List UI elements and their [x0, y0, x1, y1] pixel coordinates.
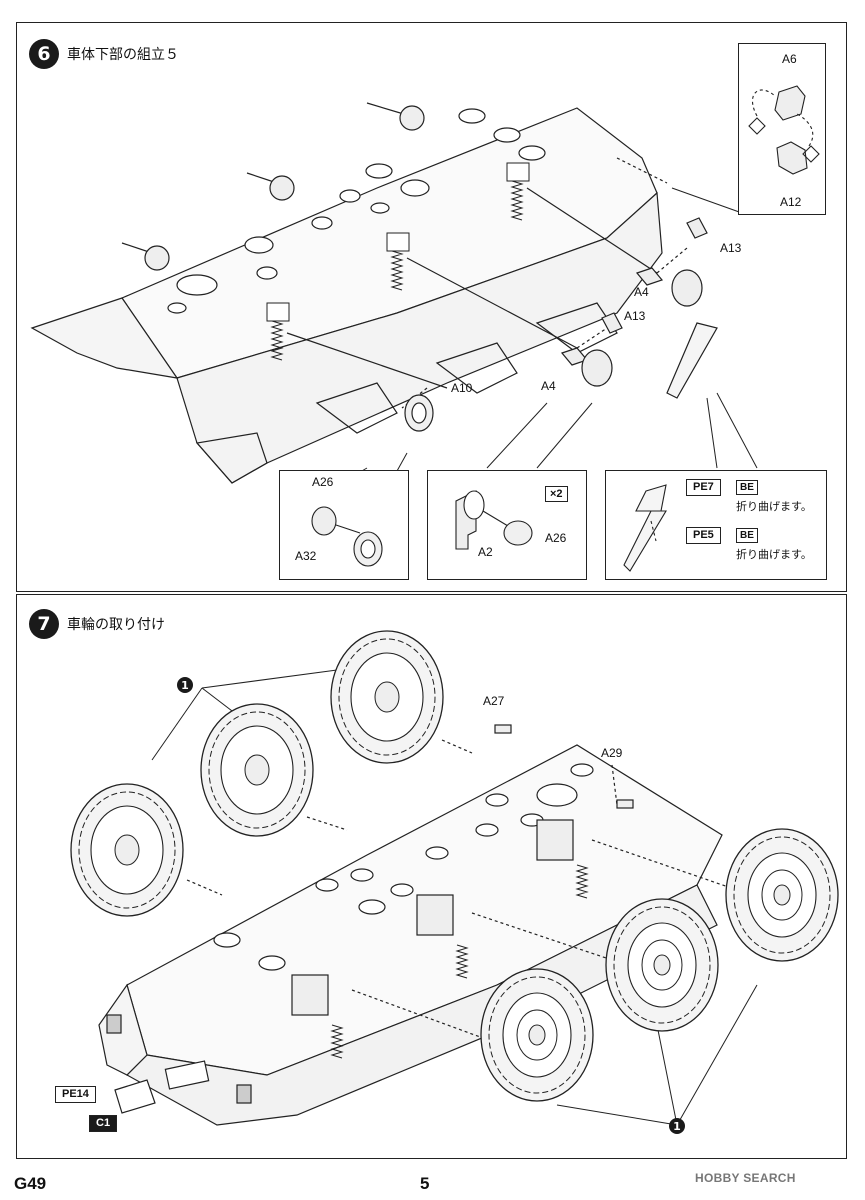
part-label-a12: A12	[780, 195, 802, 209]
pe7-bend-note: 折り曲げます。	[736, 500, 812, 513]
step6-header: 6 車体下部の組立５	[29, 39, 179, 69]
a26-a32-detail-drawing	[311, 506, 383, 567]
step6-panel: 6 車体下部の組立５	[16, 22, 847, 592]
pe5-tag: PE5	[686, 527, 721, 544]
part-label-a13-mid: A13	[624, 309, 646, 323]
part-label-a29: A29	[601, 746, 623, 760]
step6-hull-drawing	[30, 102, 758, 492]
wheel-ref-bullet-bottom: 1	[669, 1118, 685, 1134]
part-label-a6: A6	[782, 52, 797, 66]
part-label-a4-mid: A4	[541, 379, 556, 393]
part-label-a26-left: A26	[312, 475, 334, 489]
step6-title: 車体下部の組立５	[67, 47, 179, 63]
a26-a32-inset	[279, 470, 409, 580]
part-label-a4-top: A4	[634, 285, 649, 299]
step7-header: 7 車輪の取り付け	[29, 609, 165, 639]
part-label-a26-right: A26	[545, 531, 567, 545]
part-label-a2: A2	[478, 545, 493, 559]
step7-panel: 7 車輪の取り付け	[16, 594, 847, 1159]
step7-number: 7	[29, 609, 59, 639]
step7-wheel-assembly-drawing	[70, 630, 839, 1126]
part-label-a32: A32	[295, 549, 317, 563]
pe7-etch-badge: BE	[736, 480, 758, 495]
step7-title: 車輪の取り付け	[67, 617, 165, 633]
watermark: HOBBY SEARCH	[695, 1171, 796, 1185]
a6-a12-detail-drawing	[748, 85, 820, 175]
c1-tag: C1	[89, 1115, 118, 1132]
pe7-tag: PE7	[686, 479, 721, 496]
wheel-ref-bullet-top: 1	[177, 677, 193, 693]
pe-bending-drawing	[623, 484, 667, 572]
part-label-a10: A10	[451, 381, 473, 395]
a2-a26-detail-drawing	[455, 490, 533, 550]
page-number: 5	[420, 1174, 430, 1193]
a6-a12-inset	[738, 43, 826, 215]
pe5-bend-note: 折り曲げます。	[736, 548, 812, 561]
multiplier-badge: ×2	[545, 486, 568, 502]
pe5-etch-badge: BE	[736, 528, 758, 543]
step6-number: 6	[29, 39, 59, 69]
part-label-a27: A27	[483, 694, 505, 708]
pe14-tag: PE14	[55, 1086, 96, 1103]
part-label-a13-top: A13	[720, 241, 742, 255]
manual-code: G49	[14, 1174, 47, 1193]
a2-a26-inset	[427, 470, 587, 580]
